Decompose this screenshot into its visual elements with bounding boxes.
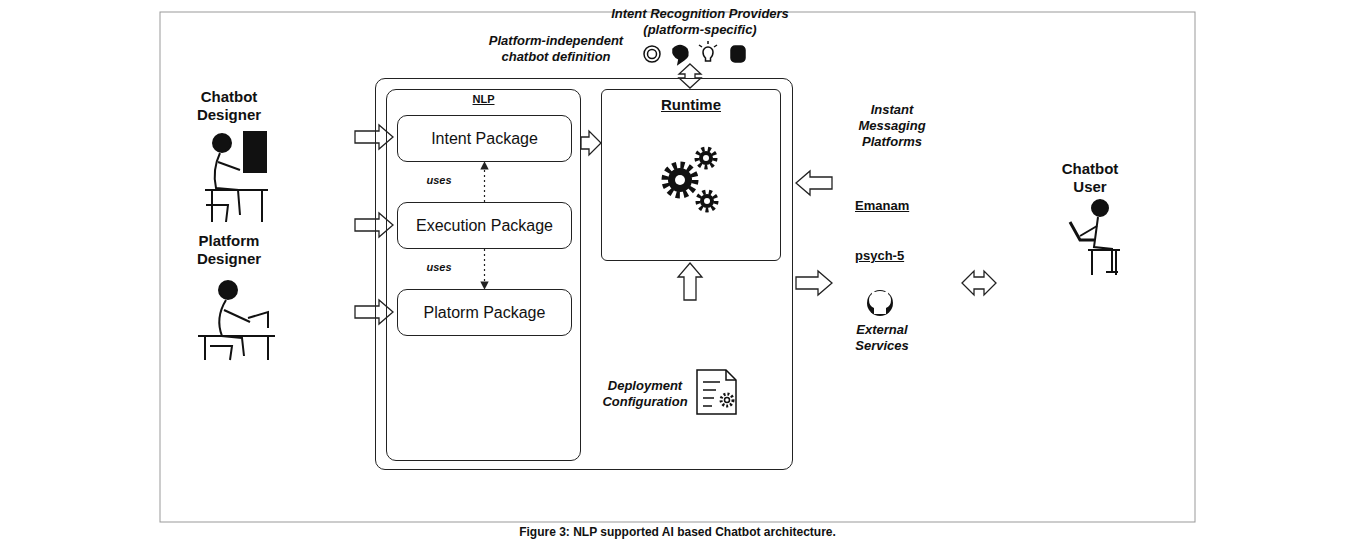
edge-label-text: uses bbox=[427, 174, 452, 186]
github-icon bbox=[867, 290, 893, 316]
block-arrow bbox=[355, 125, 393, 149]
label-text: Platform Designer bbox=[183, 232, 275, 268]
edge-label: uses bbox=[427, 261, 452, 273]
caption-text: Figure 3: NLP supported AI based Chatbot… bbox=[160, 525, 1195, 539]
definition-frame: Platform-independent chatbot definitionN… bbox=[375, 78, 793, 470]
person-figure bbox=[1080, 226, 1097, 236]
figure-caption: Figure 3: NLP supported AI based Chatbot… bbox=[160, 525, 1195, 539]
person-figure bbox=[1088, 250, 1120, 275]
provider-label: Intent Recognition Providers (platform-s… bbox=[600, 6, 800, 38]
label-text: Intent Recognition Providers (platform-s… bbox=[600, 6, 800, 38]
services-label: External Services bbox=[840, 322, 924, 354]
config-document-icon bbox=[725, 398, 730, 403]
package-box: Intent Package bbox=[397, 115, 572, 162]
node-text: Platform-independent chatbot definition bbox=[471, 33, 641, 65]
gear-icon bbox=[668, 168, 692, 192]
person-figure bbox=[244, 132, 266, 172]
block-arrow bbox=[679, 64, 701, 88]
label-text: External Services bbox=[840, 322, 924, 354]
provider-icons bbox=[644, 46, 660, 62]
person-figure bbox=[213, 134, 231, 152]
provider-icons bbox=[644, 41, 745, 64]
github-icon bbox=[869, 290, 891, 314]
label-text: Instant Messaging Platforms bbox=[850, 102, 934, 150]
gear-icon bbox=[665, 165, 695, 195]
person-figure bbox=[198, 336, 275, 360]
config-label: Deployment Configuration bbox=[600, 378, 690, 410]
person-figure bbox=[1070, 200, 1120, 275]
platform-group-label: Instant Messaging Platforms bbox=[850, 102, 934, 150]
flow-arrow bbox=[581, 131, 601, 155]
config-document-icon bbox=[697, 370, 736, 414]
platform-name: Emanam bbox=[855, 198, 925, 213]
block-arrow bbox=[355, 64, 996, 324]
gear-icon bbox=[665, 149, 716, 210]
config-document-icon bbox=[697, 370, 736, 414]
gear-icon bbox=[699, 151, 713, 165]
block-arrow bbox=[962, 271, 996, 295]
node-text: Platorm Package bbox=[418, 304, 552, 322]
node-text: Execution Package bbox=[410, 217, 559, 235]
actor-label: Platform Designer bbox=[183, 232, 275, 268]
gear-icon bbox=[698, 192, 716, 210]
package-box: Execution Package bbox=[397, 202, 572, 249]
edge-label: uses bbox=[427, 174, 452, 186]
person-figure bbox=[248, 312, 268, 328]
person-figure bbox=[1070, 222, 1094, 240]
runtime-box: Runtime bbox=[601, 89, 781, 261]
provider-icons bbox=[731, 46, 745, 62]
config-document-icon bbox=[721, 394, 733, 406]
node-text: NLP bbox=[387, 90, 580, 105]
person-figure bbox=[219, 281, 237, 299]
person-figure bbox=[1094, 217, 1112, 272]
config-document-icon bbox=[726, 370, 736, 380]
label-text: Chatbot User bbox=[1045, 160, 1135, 196]
node-text: Intent Package bbox=[425, 130, 544, 148]
block-arrow bbox=[678, 263, 702, 300]
uses-arrow bbox=[484, 249, 485, 289]
github-icon bbox=[867, 290, 893, 316]
provider-icons bbox=[699, 41, 717, 61]
gear-icon bbox=[700, 194, 714, 208]
node-text: Runtime bbox=[602, 90, 780, 113]
uses-arrow bbox=[484, 162, 485, 202]
block-arrow bbox=[796, 171, 832, 195]
actor-label: Chatbot User bbox=[1045, 160, 1135, 196]
gear-icon bbox=[675, 175, 685, 185]
provider-icons bbox=[673, 46, 688, 65]
person-figure bbox=[224, 310, 250, 322]
gear-icon bbox=[704, 198, 710, 204]
person-figure bbox=[198, 281, 275, 360]
provider-icons bbox=[648, 50, 657, 59]
block-arrow bbox=[355, 213, 393, 237]
person-figure bbox=[205, 132, 268, 222]
package-box: Platorm Package bbox=[397, 289, 572, 336]
label-text: Deployment Configuration bbox=[600, 378, 690, 410]
nlp-group: NLP Intent PackageExecution PackagePlator… bbox=[386, 89, 581, 461]
gear-icon bbox=[703, 155, 709, 161]
figure-frame bbox=[160, 12, 1195, 522]
actor-label: Chatbot Designer bbox=[183, 88, 275, 124]
block-arrow bbox=[796, 271, 832, 295]
label-text: psych-5 bbox=[855, 248, 925, 263]
gear-icon bbox=[697, 149, 715, 167]
block-arrow bbox=[355, 300, 393, 324]
config-document-icon bbox=[703, 382, 720, 406]
label-text: Chatbot Designer bbox=[183, 88, 275, 124]
platform-name: psych-5 bbox=[855, 248, 925, 263]
label-text: Emanam bbox=[855, 198, 925, 213]
person-figure bbox=[1092, 200, 1108, 216]
person-figure bbox=[218, 162, 240, 170]
edge-label-text: uses bbox=[427, 261, 452, 273]
person-figure bbox=[205, 190, 268, 222]
